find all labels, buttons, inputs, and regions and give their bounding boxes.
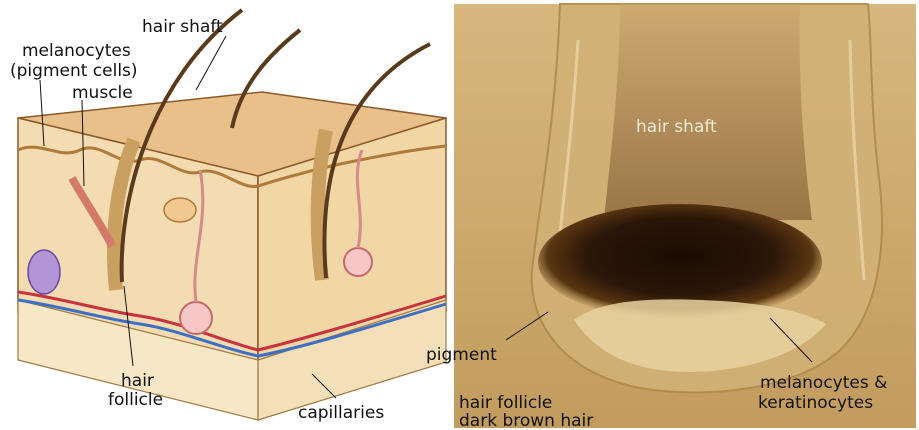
label-pigment: pigment	[426, 345, 497, 365]
label-melanocytes-keratinocytes-line2: keratinocytes	[758, 393, 873, 413]
label-melanocytes-line1: melanocytes	[22, 41, 131, 61]
label-melanocytes-line2: (pigment cells)	[10, 61, 138, 81]
label-hair-follicle-line1: hair	[121, 371, 154, 391]
leader-hair-shaft	[196, 36, 226, 90]
label-hair-follicle-line2: follicle	[108, 390, 163, 410]
sweat-gland-coil-2	[344, 248, 372, 276]
skin-cross-section-illustration: hair shaft melanocytes (pigment cells) m…	[10, 10, 446, 423]
label-capillaries: capillaries	[298, 403, 384, 423]
hair-shaft-column	[604, 4, 812, 220]
sebaceous-gland	[164, 198, 196, 222]
gland	[28, 250, 60, 294]
label-melanocytes-keratinocytes-line1: melanocytes &	[760, 373, 887, 393]
sweat-gland-coil	[180, 302, 212, 334]
hair-follicle-micrograph: hair shaft pigment melanocytes & keratin…	[426, 4, 916, 430]
caption-line1: hair follicle	[459, 393, 552, 413]
caption-line2: dark brown hair	[459, 411, 593, 430]
label-hair-shaft: hair shaft	[142, 17, 223, 37]
label-micro-hair-shaft: hair shaft	[636, 117, 717, 137]
label-muscle: muscle	[72, 83, 133, 103]
